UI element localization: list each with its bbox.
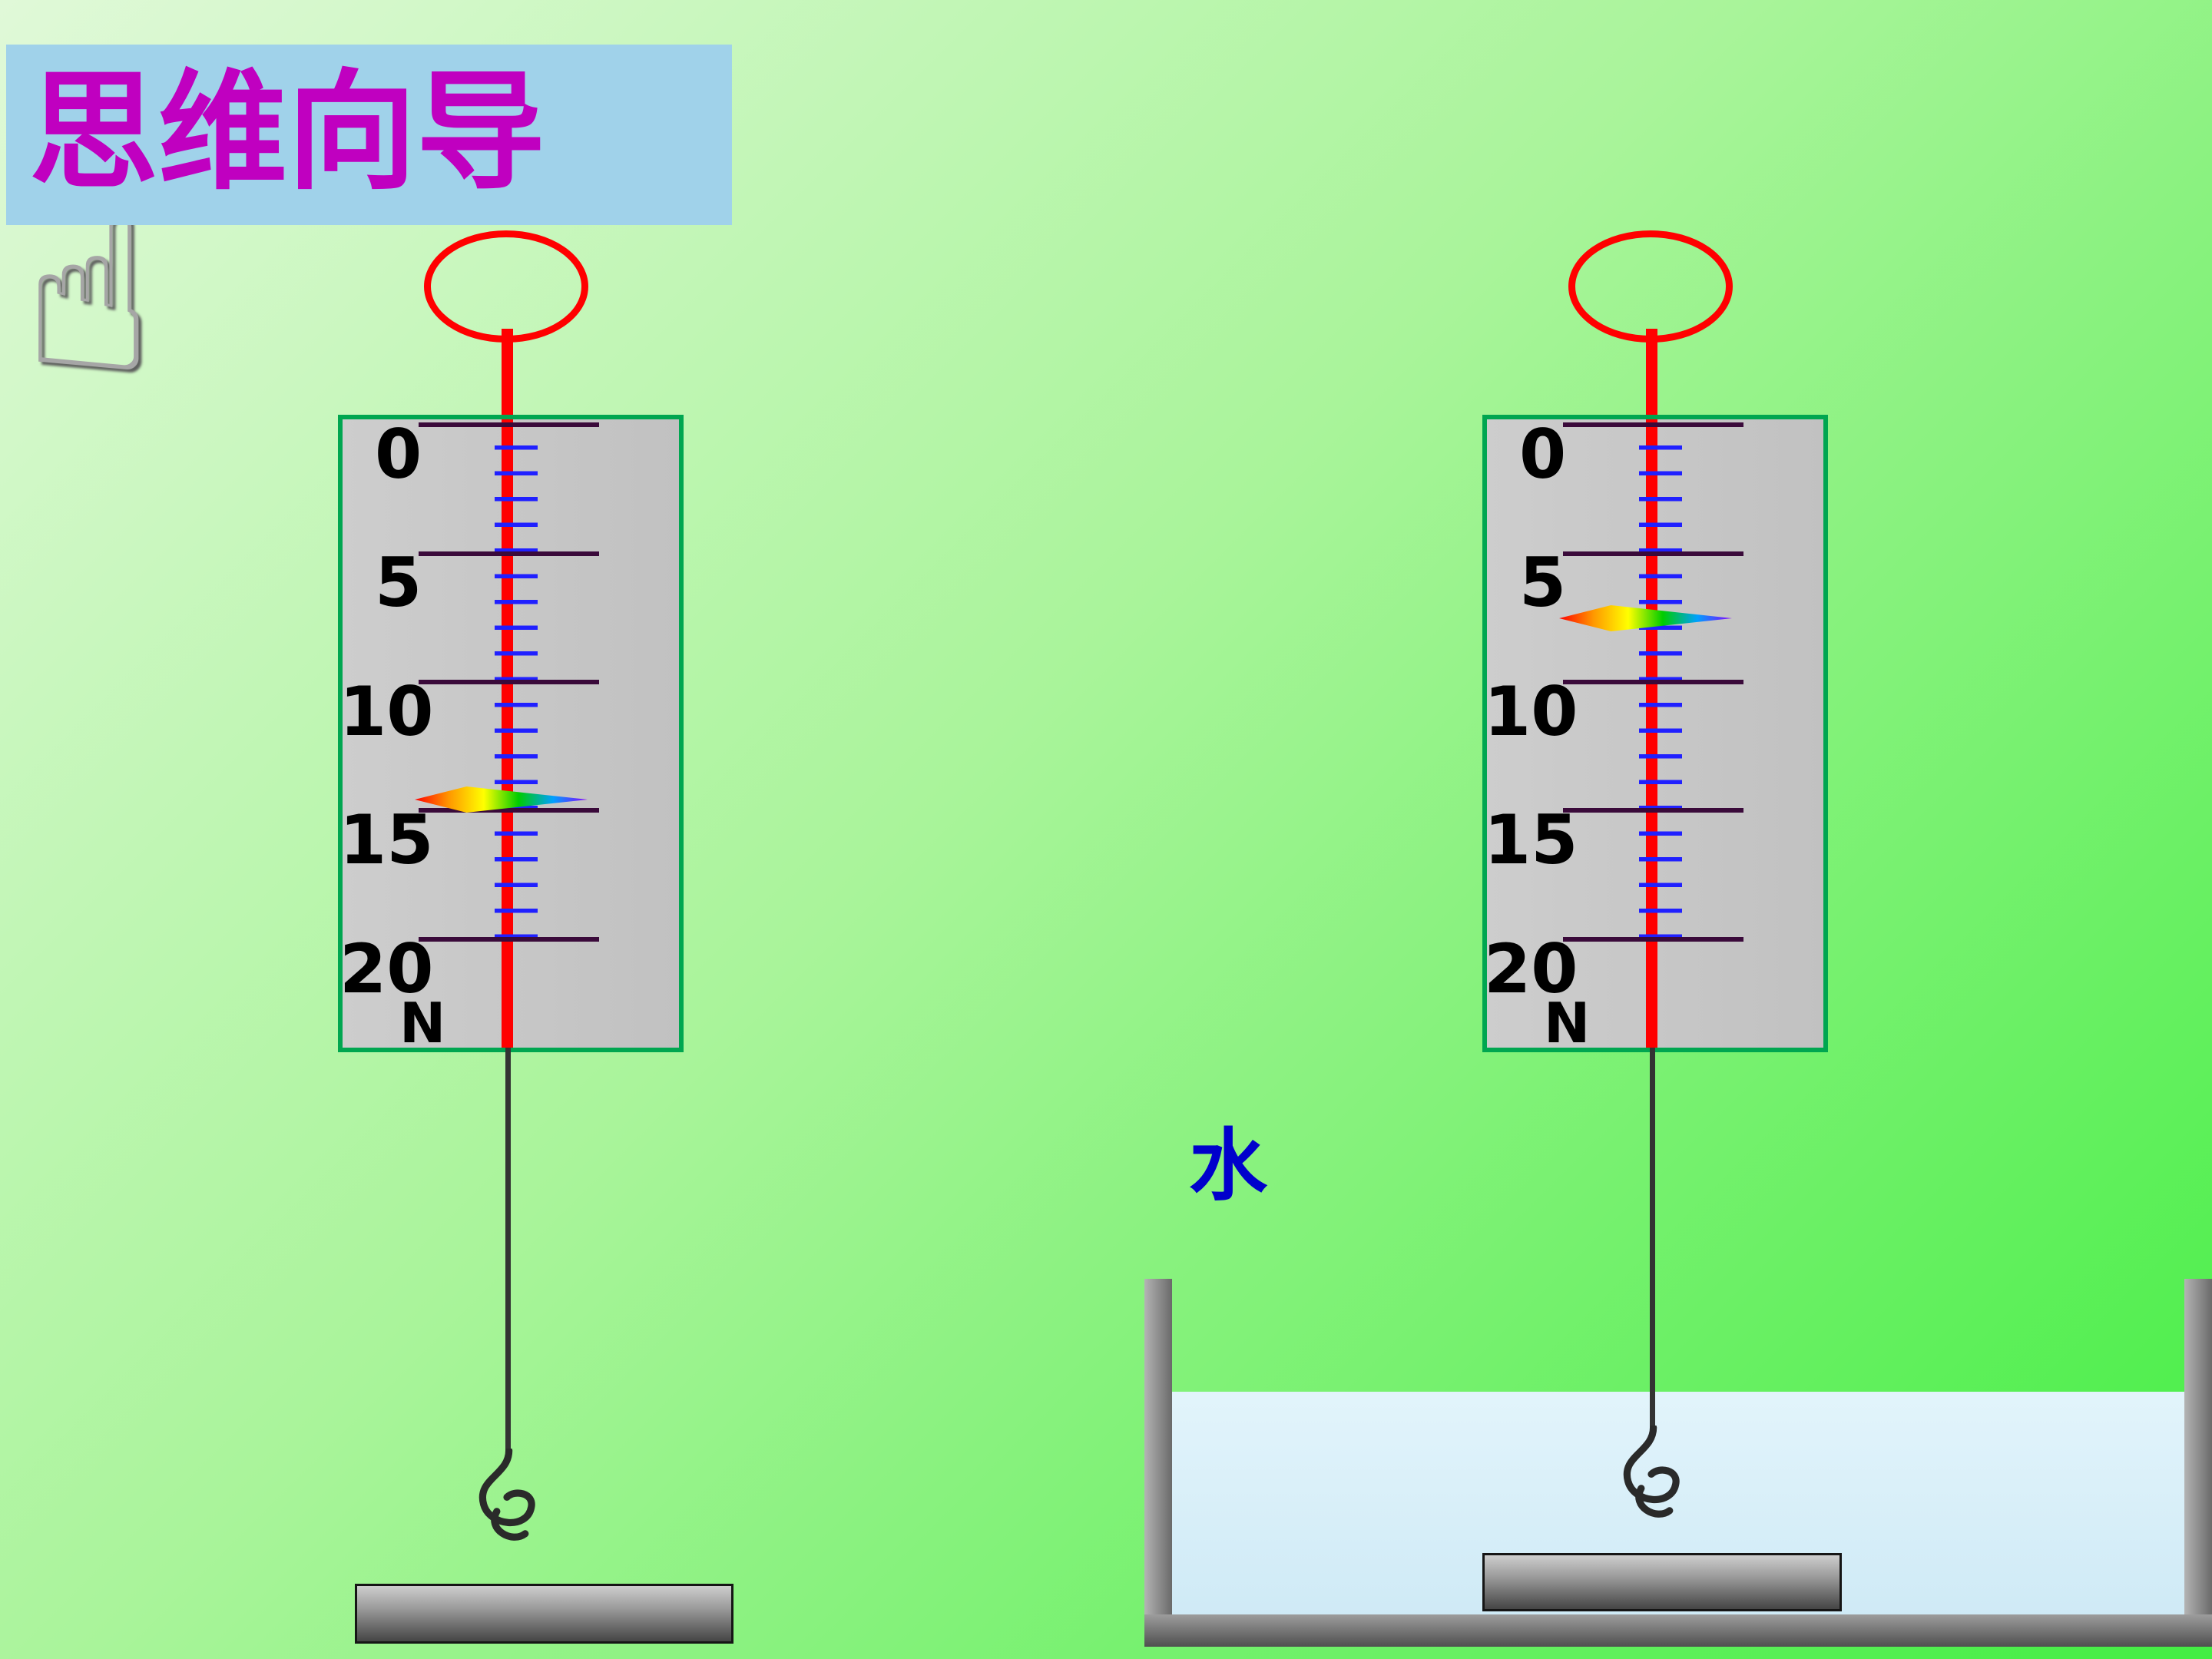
major-tick-15 — [419, 808, 599, 813]
major-tick-10 — [1563, 680, 1743, 684]
spring-stem — [502, 329, 513, 419]
metal-block-submerged — [1482, 1553, 1842, 1611]
major-tick-0 — [1563, 422, 1743, 427]
major-tick-5 — [1563, 551, 1743, 556]
tick-label-5: 5 — [375, 543, 422, 622]
water-label: 水 — [1189, 1121, 1267, 1212]
spring-scale-right-assembly: 0 5 10 15 20 N — [1482, 230, 1842, 1659]
hook-icon — [1623, 1426, 1680, 1518]
tank-bottom-wall — [1144, 1614, 2212, 1647]
tick-label-20: 20 — [1484, 929, 1578, 1008]
metal-block — [355, 1584, 733, 1644]
tick-label-5: 5 — [1519, 543, 1567, 622]
hook-icon — [478, 1449, 535, 1541]
hanging-string — [1650, 1048, 1655, 1432]
major-tick-10 — [419, 680, 599, 684]
tick-label-10: 10 — [339, 672, 434, 751]
major-tick-0 — [419, 422, 599, 427]
tick-label-0: 0 — [1519, 415, 1567, 494]
hanging-string — [505, 1048, 511, 1455]
spring-scale-left-assembly: 0 5 10 15 20 N — [338, 230, 733, 1659]
ring-icon — [424, 230, 588, 343]
tank-right-wall — [2184, 1279, 2212, 1646]
major-tick-5 — [419, 551, 599, 556]
major-tick-20 — [1563, 937, 1743, 942]
unit-label: N — [399, 991, 446, 1055]
ring-icon — [1568, 230, 1733, 343]
major-tick-20 — [419, 937, 599, 942]
tick-label-0: 0 — [375, 415, 422, 494]
page-title: 思维向导 — [29, 57, 545, 207]
unit-label: N — [1544, 991, 1591, 1055]
tank-left-wall — [1144, 1279, 1172, 1646]
tick-label-15: 15 — [1484, 800, 1578, 879]
tick-label-15: 15 — [339, 800, 434, 879]
tick-label-20: 20 — [339, 929, 434, 1008]
title-banner: 思维向导 — [6, 45, 732, 225]
spring-stem — [1646, 329, 1657, 419]
major-tick-15 — [1563, 808, 1743, 813]
tick-label-10: 10 — [1484, 672, 1578, 751]
